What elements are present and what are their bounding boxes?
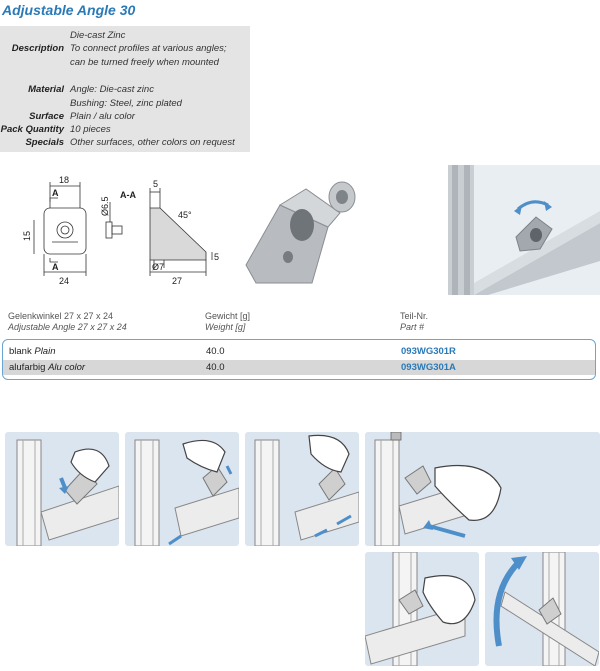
- spec-value: To connect profiles at various angles;: [70, 43, 227, 54]
- spec-label: [0, 56, 68, 69]
- spec-value: Angle: Die-cast zinc: [70, 84, 154, 95]
- header-col-description: Gelenkwinkel 27 x 27 x 24 Adjustable Ang…: [8, 311, 127, 333]
- section-mark-top: A: [52, 188, 59, 198]
- spec-value: Bushing: Steel, zinc plated: [70, 98, 182, 109]
- header-de: Gewicht [g]: [205, 311, 251, 321]
- page-title: Adjustable Angle 30: [2, 2, 136, 18]
- spec-row: Description To connect profiles at vario…: [0, 42, 250, 55]
- spec-label: Description: [11, 43, 64, 54]
- dim-width-bottom: 24: [59, 276, 69, 286]
- section-label: A-A: [120, 190, 136, 200]
- dim-hole: Ø6.5: [100, 196, 110, 216]
- spec-row: Bushing: Steel, zinc plated: [0, 97, 250, 110]
- spec-panel: Die-cast Zinc Description To connect pro…: [0, 26, 250, 152]
- spec-value: Other surfaces, other colors on request: [70, 137, 235, 148]
- spec-value: can be turned freely when mounted: [70, 57, 219, 68]
- dim-5-top: 5: [153, 179, 158, 189]
- weight-cell: 40.0: [206, 346, 225, 357]
- assembly-step-6: [485, 552, 599, 666]
- parts-table: blank Plain 40.0 093WG301R alufarbig Alu…: [2, 339, 596, 380]
- dim-angle: 45°: [178, 210, 192, 220]
- finish-en: Alu color: [48, 362, 86, 373]
- finish-en: Plain: [34, 346, 56, 357]
- dim-27: 27: [172, 276, 182, 286]
- mounted-photo: [448, 165, 600, 295]
- dim-7: Ø7: [152, 262, 164, 272]
- finish-cell: alufarbig Alu color: [9, 360, 85, 375]
- part-number-link[interactable]: 093WG301R: [401, 346, 456, 357]
- spec-row: Material Angle: Die-cast zinc: [0, 83, 250, 96]
- header-en: Adjustable Angle 27 x 27 x 24: [8, 322, 127, 332]
- assembly-step-5: [365, 552, 479, 666]
- spec-label: Material: [28, 84, 64, 95]
- spec-row: can be turned freely when mounted: [0, 56, 250, 69]
- header-de: Teil-Nr.: [400, 311, 429, 321]
- assembly-step-3: [245, 432, 359, 546]
- header-col-weight: Gewicht [g] Weight [g]: [205, 311, 250, 333]
- dim-height-left: 15: [22, 231, 32, 241]
- spec-label: [0, 29, 68, 42]
- spec-row: Surface Plain / alu color: [0, 110, 250, 123]
- section-mark-bottom: A: [52, 262, 59, 272]
- finish-de: alufarbig: [9, 362, 46, 373]
- spec-value: 10 pieces: [70, 124, 111, 135]
- spec-label: [0, 97, 68, 110]
- spec-row: Pack Quantity 10 pieces: [0, 123, 250, 136]
- dim-5-right: 5: [214, 252, 219, 262]
- header-de: Gelenkwinkel 27 x 27 x 24: [8, 311, 114, 321]
- spec-label: Pack Quantity: [0, 124, 64, 135]
- part-photo: [245, 181, 356, 284]
- table-row: alufarbig Alu color 40.0 093WG301A: [3, 360, 595, 375]
- spec-label: Surface: [29, 111, 64, 122]
- weight-cell: 40.0: [206, 362, 225, 373]
- header-en: Weight [g]: [205, 322, 246, 332]
- spec-row: Die-cast Zinc: [0, 29, 250, 42]
- spec-value: Die-cast Zinc: [70, 30, 126, 41]
- spec-value: Plain / alu color: [70, 111, 135, 122]
- table-row: blank Plain 40.0 093WG301R: [3, 344, 595, 359]
- dim-width-top: 18: [59, 175, 69, 185]
- assembly-step-1: [5, 432, 119, 546]
- assembly-step-2: [125, 432, 239, 546]
- header-en: Part #: [400, 322, 425, 332]
- finish-cell: blank Plain: [9, 344, 55, 359]
- spec-row: Specials Other surfaces, other colors on…: [0, 136, 250, 149]
- header-col-part: Teil-Nr. Part #: [400, 311, 428, 333]
- assembly-step-4: [365, 432, 600, 546]
- part-number-link[interactable]: 093WG301A: [401, 362, 456, 373]
- spec-label: Specials: [25, 137, 64, 148]
- technical-drawing: 18 15 24 Ø6.5 A A A-A 5 45° Ø7 27 5: [22, 175, 219, 286]
- finish-de: blank: [9, 346, 32, 357]
